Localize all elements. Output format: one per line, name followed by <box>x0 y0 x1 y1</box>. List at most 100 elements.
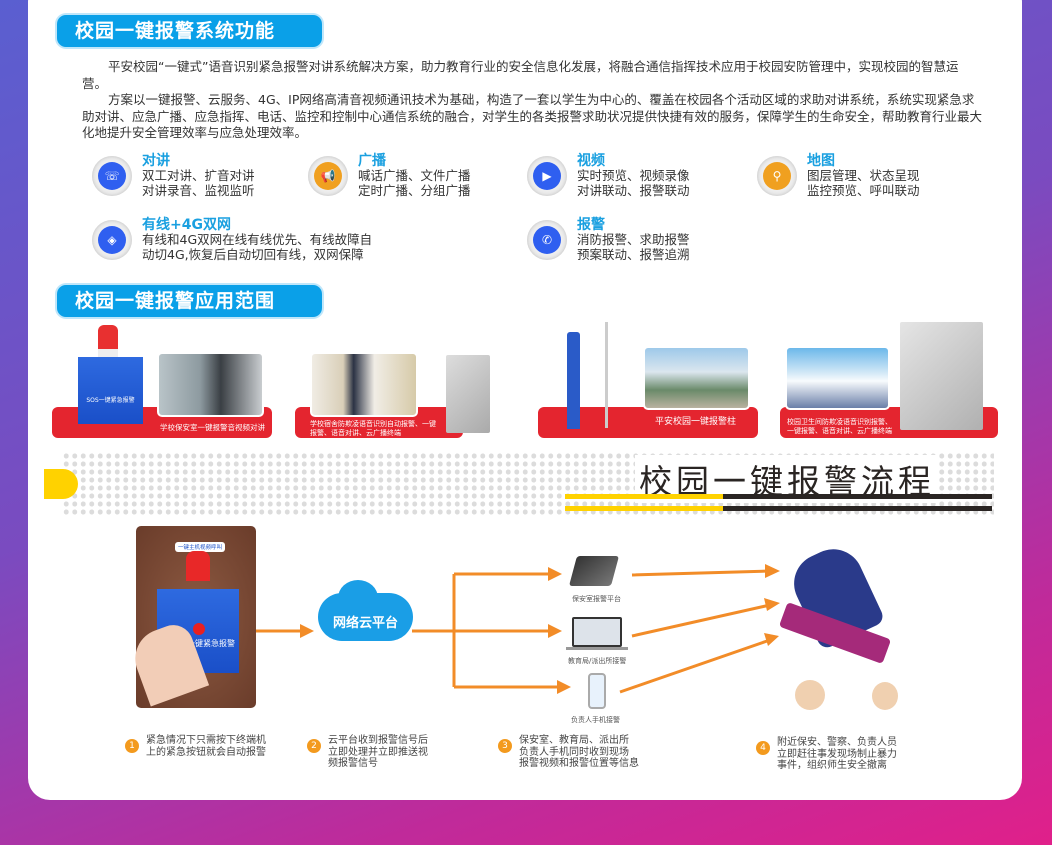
alarm-light-icon <box>98 325 118 349</box>
laptop-base <box>566 647 628 650</box>
camera-pole <box>605 322 608 428</box>
alarm-light-base <box>98 349 118 357</box>
step-line: 负责人手机同时收到现场 <box>519 746 629 758</box>
feature-icon-ring: 📢 <box>308 156 348 196</box>
photo-restroom <box>785 346 890 410</box>
step-text: 附近保安、警察、负责人员立即赶往事发现场制止暴力事件，组织师生安全撤离 <box>777 737 897 772</box>
section-title-scope: 校园一键报警应用范围 <box>57 285 322 317</box>
student-figure <box>872 682 898 710</box>
feature-title: 对讲 <box>142 153 170 169</box>
photo-security-room <box>157 352 264 417</box>
arrow-to-responders <box>619 569 771 694</box>
feature-line: 消防报警、求助报警 <box>577 232 690 247</box>
intercom-icon: ☏ <box>98 162 126 190</box>
cloud-shape <box>338 580 378 616</box>
map-pin-icon: ⚲ <box>763 162 791 190</box>
scope-caption: 平安校园一键报警柱 <box>655 417 737 427</box>
arrowhead <box>548 567 571 694</box>
student-figure <box>795 680 825 710</box>
step-text: 保安室、教育局、派出所负责人手机同时收到现场报警视频和报警位置等信息 <box>519 735 639 770</box>
feature-desc: 消防报警、求助报警预案联动、报警追溯 <box>577 232 690 262</box>
feature-title: 广播 <box>358 153 386 169</box>
terminal-panel <box>900 322 983 430</box>
step-line: 上的紧急按钮就会自动报警 <box>146 746 266 758</box>
feature-line: 图层管理、状态呈现 <box>807 168 920 183</box>
feature-line: 对讲录音、监视监听 <box>142 183 255 198</box>
feature-icon-ring: ▶ <box>527 156 567 196</box>
sos-phone-icon: ✆ <box>533 226 561 254</box>
step-text: 云平台收到报警信号后立即处理并立即推送视频报警信号 <box>328 735 428 770</box>
step-line: 紧急情况下只需按下终端机 <box>146 735 266 746</box>
phone-icon <box>588 673 606 709</box>
emergency-button <box>193 623 205 635</box>
feature-desc: 实时预览、视频录像对讲联动、报警联动 <box>577 168 690 198</box>
arrowhead <box>764 564 780 646</box>
section-title-functions: 校园一键报警系统功能 <box>57 15 322 47</box>
device-tag: 一键主机视频呼叫 <box>175 542 226 552</box>
yellow-half-circle <box>44 469 78 499</box>
feature-icon-ring: ☏ <box>92 156 132 196</box>
step-line: 云平台收到报警信号后 <box>328 735 428 746</box>
step-line: 附近保安、警察、负责人员 <box>777 737 897 748</box>
feature-line: 喊话广播、文件广播 <box>358 168 471 183</box>
title-underline <box>565 494 992 499</box>
step-text: 紧急情况下只需按下终端机上的紧急按钮就会自动报警 <box>146 735 266 758</box>
feature-line: 对讲联动、报警联动 <box>577 183 690 198</box>
photo-alarm-pillar <box>643 346 750 410</box>
laptop-icon <box>572 617 622 647</box>
feature-3: ⚲ 地图 图层管理、状态呈现监控预览、呼叫联动 <box>757 150 977 200</box>
scope-caption: 校园卫生间防欺凌语音识别报警、一键报警、语音对讲、云广播终端 <box>787 418 892 435</box>
feature-desc: 双工对讲、扩音对讲对讲录音、监视监听 <box>142 168 255 198</box>
step-line: 报警视频和报警位置等信息 <box>519 758 639 769</box>
feature-title: 有线+4G双网 <box>142 217 231 233</box>
feature-title: 地图 <box>807 153 835 169</box>
network-icon: ◈ <box>98 226 126 254</box>
title-underline <box>565 506 992 511</box>
feature-line: 实时预览、视频录像 <box>577 168 690 183</box>
step-line: 事件，组织师生安全撤离 <box>777 760 887 771</box>
feature-line: 动切4G,恢复后自动切回有线，双网保障 <box>142 247 364 262</box>
feature-icon-ring: ✆ <box>527 220 567 260</box>
scope-caption: 学校宿舍防欺凌语音识别自动报警、一键报警、语音对讲、云广播终端 <box>310 420 436 437</box>
feature-title: 视频 <box>577 153 605 169</box>
feature-desc: 喊话广播、文件广播定时广播、分组广播 <box>358 168 471 198</box>
step-number: 4 <box>756 741 770 755</box>
step-line: 立即处理并立即推送视 <box>328 746 428 758</box>
feature-0: ☏ 对讲 双工对讲、扩音对讲对讲录音、监视监听 <box>92 150 312 200</box>
alarm-light-icon <box>186 551 210 581</box>
feature-desc: 图层管理、状态呈现监控预览、呼叫联动 <box>807 168 920 198</box>
step-number: 2 <box>307 739 321 753</box>
step-line: 频报警信号 <box>328 758 378 769</box>
alarm-console-icon <box>568 556 620 586</box>
intro-text: 平安校园“一键式”语音识别紧急报警对讲系统解决方案，助力教育行业的安全信息化发展… <box>82 59 982 142</box>
feature-line: 双工对讲、扩音对讲 <box>142 168 255 183</box>
step-number: 3 <box>498 739 512 753</box>
feature-line: 定时广播、分组广播 <box>358 183 471 198</box>
device-label: 一键紧急报警 <box>187 639 235 648</box>
intro-paragraph: 方案以一键报警、云服务、4G、IP网络高清音视频通讯技术为基础，构造了一套以学生… <box>82 92 983 140</box>
feature-4: ◈ 有线+4G双网 有线和4G双网在线有线优先、有线故障自动切4G,恢复后自动切… <box>92 214 392 264</box>
receiver-label: 保安室报警平台 <box>572 595 621 603</box>
feature-line: 监控预览、呼叫联动 <box>807 183 920 198</box>
feature-title: 报警 <box>577 217 605 233</box>
feature-5: ✆ 报警 消防报警、求助报警预案联动、报警追溯 <box>527 214 747 264</box>
step-line: 保安室、教育局、派出所 <box>519 735 629 746</box>
feature-1: 📢 广播 喊话广播、文件广播定时广播、分组广播 <box>308 150 528 200</box>
feature-desc: 有线和4G双网在线有线优先、有线故障自动切4G,恢复后自动切回有线，双网保障 <box>142 232 372 262</box>
device-label: SOS一键紧急报警 <box>86 397 135 404</box>
receiver-label: 教育局/派出所接警 <box>568 657 627 665</box>
arrow-to-receivers <box>412 572 560 689</box>
alarm-pillar <box>567 332 580 429</box>
cloud-label: 网络云平台 <box>332 616 398 631</box>
video-camera-icon: ▶ <box>533 162 561 190</box>
megaphone-icon: 📢 <box>314 162 342 190</box>
feature-2: ▶ 视频 实时预览、视频录像对讲联动、报警联动 <box>527 150 747 200</box>
receiver-label: 负责人手机接警 <box>571 716 620 724</box>
step-line: 立即赶往事发现场制止暴力 <box>777 748 897 760</box>
feature-icon-ring: ◈ <box>92 220 132 260</box>
photo-dormitory <box>310 352 418 417</box>
intro-paragraph: 平安校园“一键式”语音识别紧急报警对讲系统解决方案，助力教育行业的安全信息化发展… <box>82 59 959 91</box>
step-number: 1 <box>125 739 139 753</box>
alarm-device: SOS一键紧急报警 <box>78 357 143 424</box>
